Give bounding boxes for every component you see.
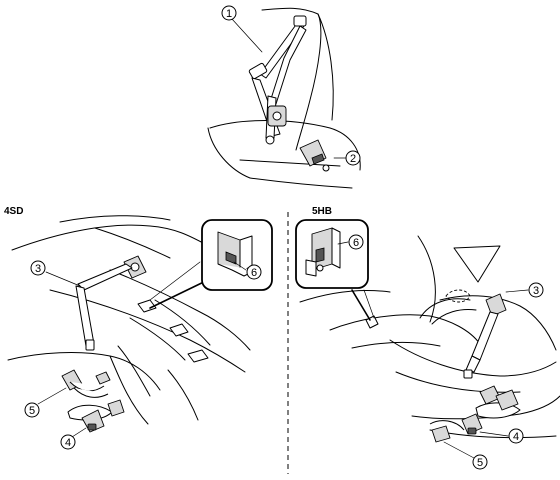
callout-6-right: 6 xyxy=(348,234,364,250)
callout-1-label: 1 xyxy=(226,8,232,20)
callout-4-right: 4 xyxy=(508,428,524,444)
section-label-4sd: 4SD xyxy=(4,206,23,217)
callout-2-label: 2 xyxy=(350,153,356,165)
callout-1: 1 xyxy=(221,5,237,21)
rear-seat-4sd-illustration xyxy=(7,215,251,433)
callout-5-left: 5 xyxy=(24,402,40,418)
clip-inset-5hb xyxy=(295,219,369,289)
callout-3-left: 3 xyxy=(30,260,46,276)
callout-3-right: 3 xyxy=(528,282,544,298)
callout-6-right-label: 6 xyxy=(353,237,359,249)
clip-inset-4sd xyxy=(201,219,273,291)
callout-6-left-label: 6 xyxy=(251,267,257,279)
callout-5-right-label: 5 xyxy=(477,457,483,469)
callout-6-left: 6 xyxy=(246,264,262,280)
callout-3-right-label: 3 xyxy=(533,285,539,297)
section-label-5hb: 5HB xyxy=(312,206,332,217)
callout-2: 2 xyxy=(345,150,361,166)
rear-seat-5hb-illustration xyxy=(299,235,560,443)
callout-3-left-label: 3 xyxy=(35,263,41,275)
callout-4-right-label: 4 xyxy=(513,431,519,443)
front-seat-belt-illustration xyxy=(207,7,361,189)
callout-4-left: 4 xyxy=(60,434,76,450)
callout-4-left-label: 4 xyxy=(65,437,71,449)
callout-5-right: 5 xyxy=(472,454,488,470)
callout-5-left-label: 5 xyxy=(29,405,35,417)
